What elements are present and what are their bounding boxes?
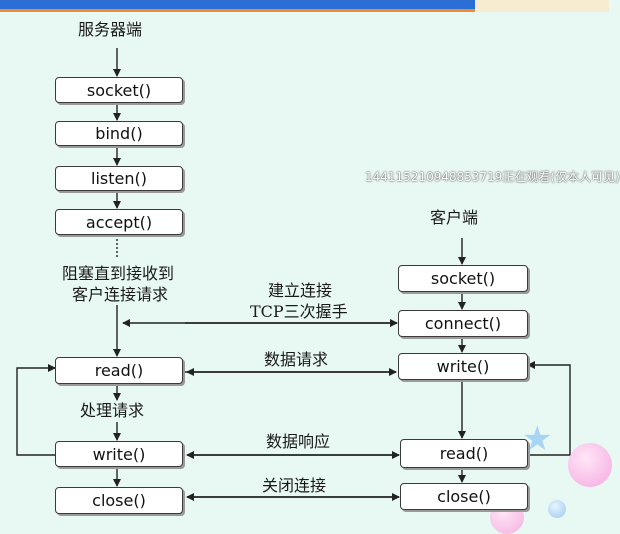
server-title: 服务器端 — [78, 20, 143, 39]
link-response-label: 数据响应 — [266, 432, 331, 451]
top-banner-blue — [0, 0, 475, 9]
server-read-box: read() — [55, 357, 183, 384]
server-block-label-line2: 客户连接请求 — [72, 285, 169, 304]
connector-lines — [16, 48, 571, 501]
server-write-box: write() — [55, 441, 183, 467]
top-banner-right — [475, 0, 609, 12]
link-connect-line2: TCP三次握手 — [250, 302, 348, 321]
viewer-watermark: 14411521094885371​9正在观看(仅本人可见) — [365, 170, 620, 184]
server-accept-box: accept() — [55, 209, 183, 235]
client-title: 客户端 — [430, 208, 479, 227]
link-connect-line1: 建立连接 — [268, 281, 333, 300]
decor-bubble-pink — [568, 443, 612, 487]
client-connect-box: connect() — [398, 310, 528, 337]
server-listen-box: listen() — [55, 166, 183, 191]
client-close-box: close() — [400, 483, 528, 510]
server-close-box: close() — [55, 487, 183, 514]
decor-bubble-blue — [548, 500, 566, 518]
client-read-box: read() — [400, 439, 528, 468]
client-write-box: write() — [398, 353, 528, 380]
link-request-label: 数据请求 — [264, 350, 329, 369]
server-socket-box: socket() — [55, 77, 183, 103]
server-process-label: 处理请求 — [80, 401, 145, 420]
link-close-label: 关闭连接 — [262, 476, 327, 495]
top-banner-orange — [0, 9, 475, 12]
server-bind-box: bind() — [55, 121, 183, 146]
client-socket-box: socket() — [398, 265, 528, 292]
server-block-label-line1: 阻塞直到接收到 — [62, 264, 175, 283]
